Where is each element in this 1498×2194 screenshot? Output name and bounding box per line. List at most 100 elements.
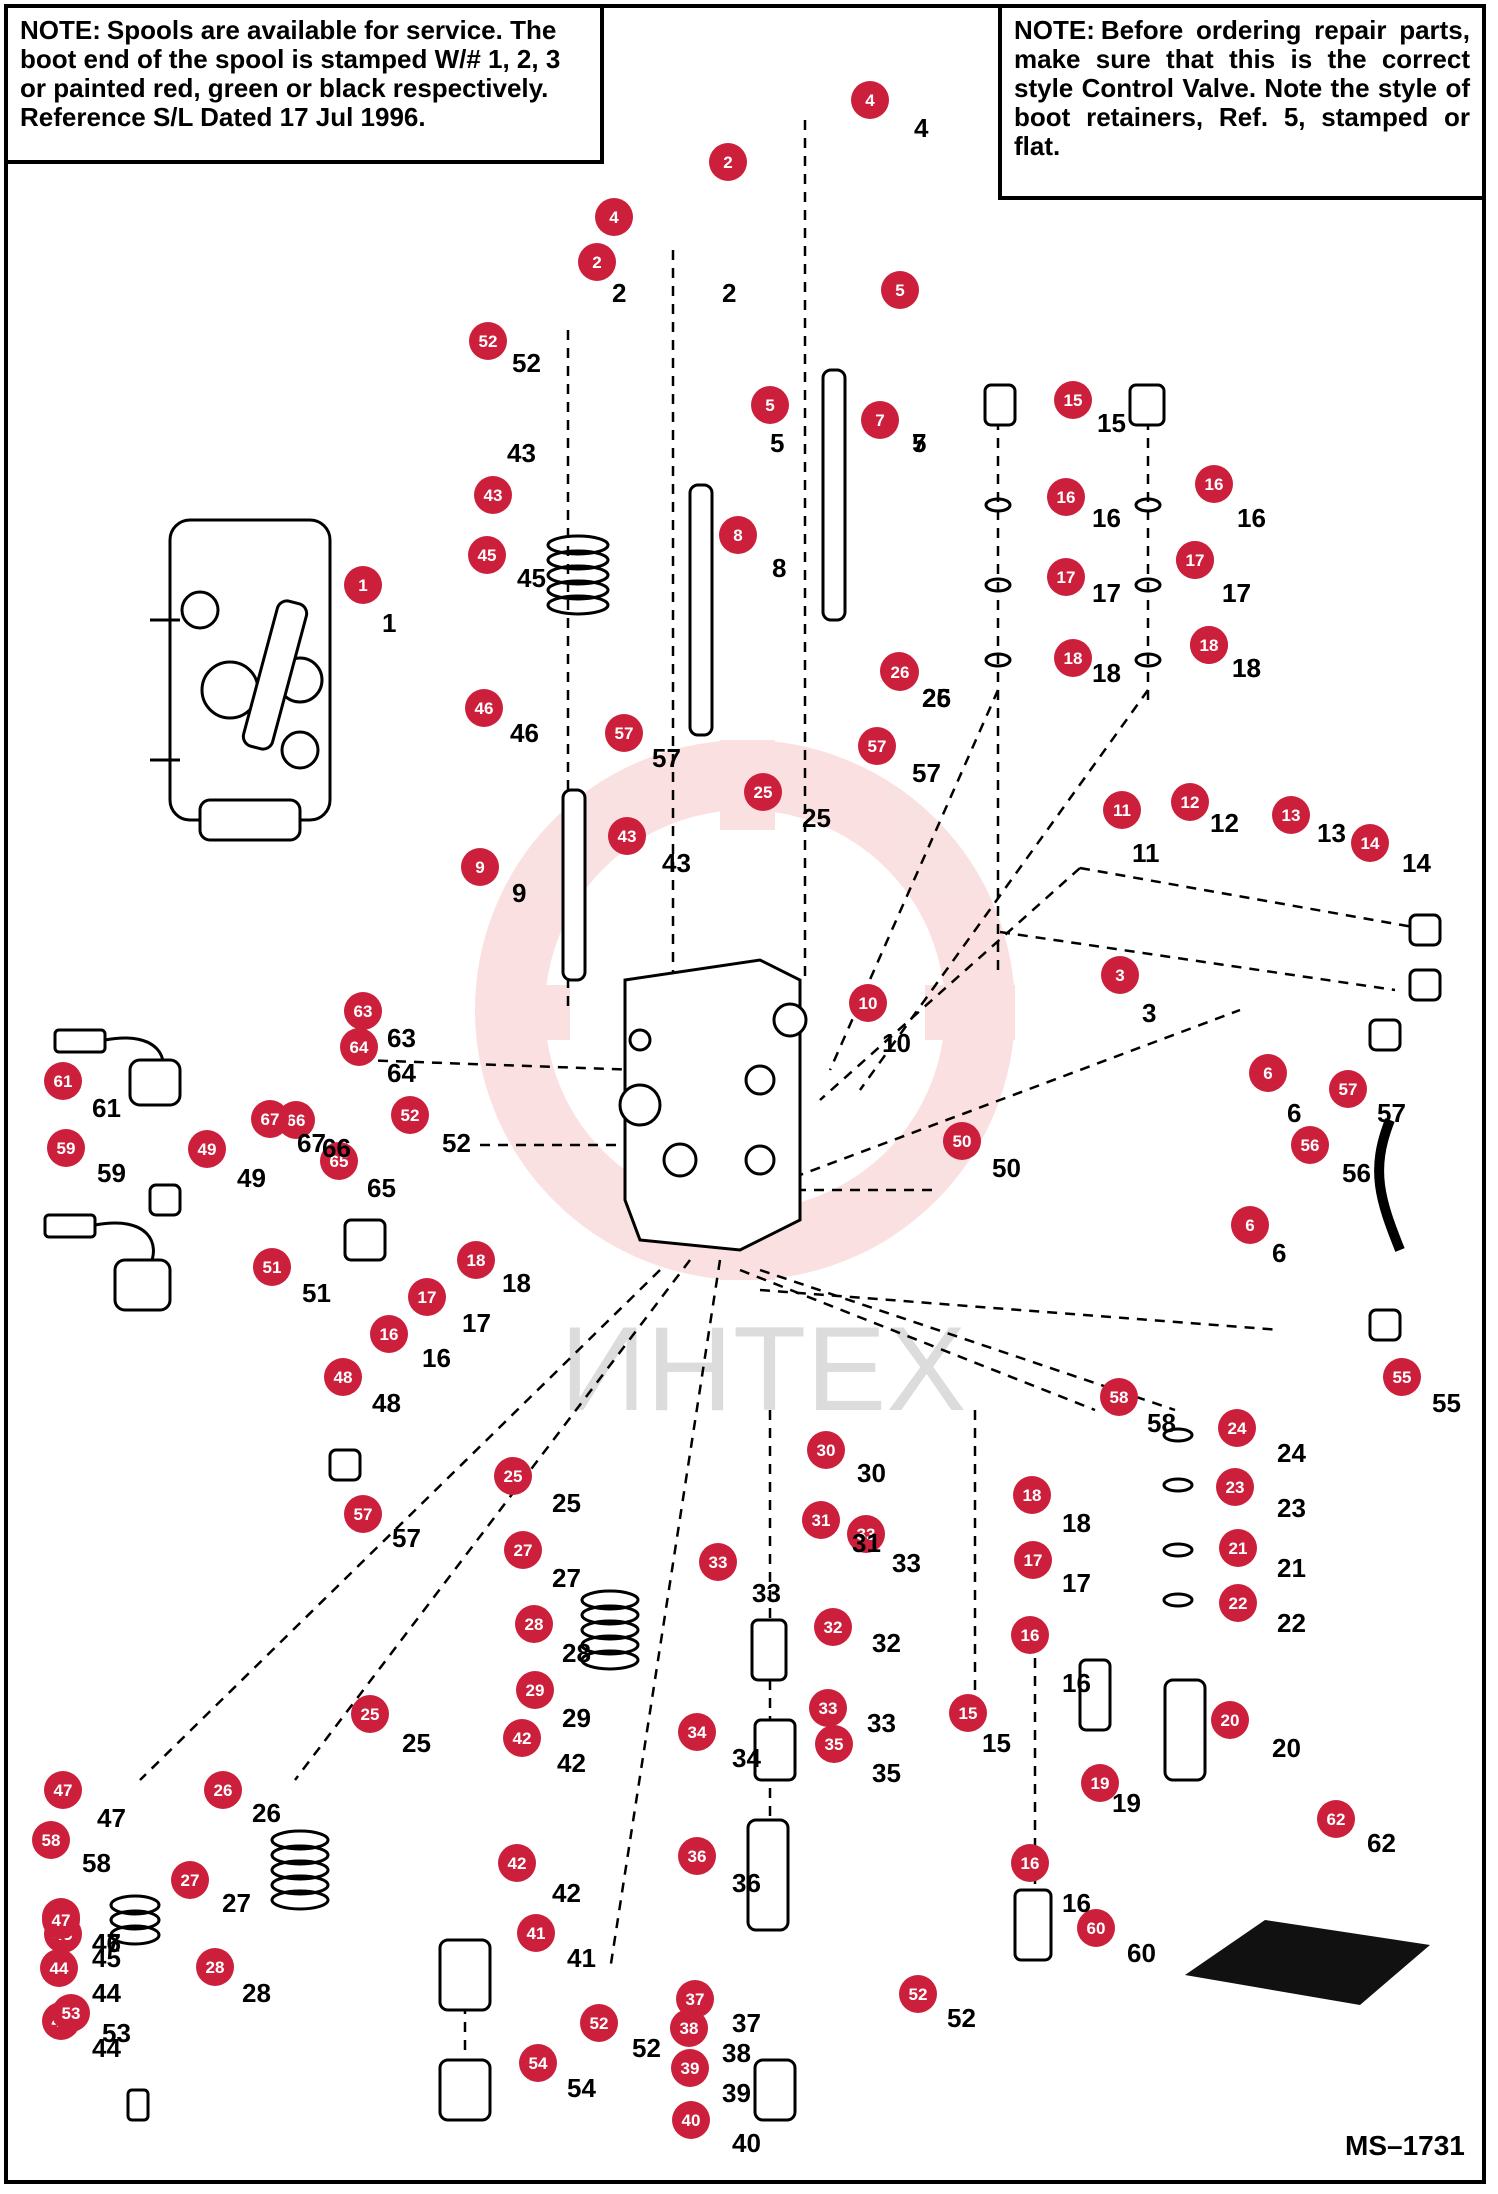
- callout-number: 40: [682, 2111, 701, 2130]
- reference-number: 30: [857, 1458, 886, 1488]
- reference-number: 26: [922, 683, 951, 713]
- callout-36: 36: [678, 1837, 716, 1875]
- callout-number: 58: [1110, 1388, 1129, 1407]
- reference-number: 5: [912, 428, 926, 458]
- reference-number: 35: [872, 1758, 901, 1788]
- callout-number: 37: [686, 1990, 705, 2009]
- callout-marker: [899, 1975, 937, 2013]
- callout-number: 52: [909, 1985, 928, 2004]
- callout-3: 3: [1101, 956, 1139, 994]
- reference-number: 18: [1062, 1508, 1091, 1538]
- callout-number: 20: [1221, 1711, 1240, 1730]
- reference-number: 43: [507, 438, 536, 468]
- callout-marker: [469, 322, 507, 360]
- reference-number: 57: [1377, 1098, 1406, 1128]
- reference-number: 41: [567, 1943, 596, 1973]
- reference-number: 60: [1127, 1938, 1156, 1968]
- callout-marker: [943, 1122, 981, 1160]
- callout-55: 55: [1383, 1358, 1421, 1396]
- callout-18: 18: [1054, 639, 1092, 677]
- callout-marker: [608, 817, 646, 855]
- callout-marker: [494, 1457, 532, 1495]
- callout-57: 57: [1329, 1070, 1367, 1108]
- callout-number: 23: [1226, 1478, 1245, 1497]
- callout-number: 42: [513, 1729, 532, 1748]
- reference-number: 57: [392, 1523, 421, 1553]
- reference-number: 65: [367, 1173, 396, 1203]
- callout-4: 4: [595, 198, 633, 236]
- reference-number: 5: [770, 428, 784, 458]
- callout-marker: [814, 1608, 852, 1646]
- callout-marker: [580, 2004, 618, 2042]
- solenoid-illustrations: [43, 1028, 182, 1312]
- reference-number: 63: [387, 1023, 416, 1053]
- callout-marker: [498, 1844, 536, 1882]
- callout-number: 13: [1282, 806, 1301, 825]
- callout-number: 45: [478, 546, 497, 565]
- reference-number: 27: [222, 1888, 251, 1918]
- callout-23: 23: [1216, 1468, 1254, 1506]
- callout-42: 42: [503, 1719, 541, 1757]
- callout-number: 50: [953, 1132, 972, 1151]
- reference-number: 32: [872, 1628, 901, 1658]
- callout-marker: [344, 1495, 382, 1533]
- callout-number: 43: [484, 486, 503, 505]
- reference-number: 16: [1092, 503, 1121, 533]
- callout-number: 17: [1186, 551, 1205, 570]
- callout-number: 63: [354, 1002, 373, 1021]
- callout-33: 33: [809, 1689, 847, 1727]
- callout-11: 11: [1103, 791, 1141, 829]
- callout-8: 8: [719, 516, 757, 554]
- callout-marker: [751, 386, 789, 424]
- callout-45: 45: [468, 536, 506, 574]
- callout-number: 31: [812, 1511, 831, 1530]
- reference-number: 22: [1277, 1608, 1306, 1638]
- reference-number: 56: [1342, 1158, 1371, 1188]
- control-valve-assembly-illustration: [150, 518, 332, 842]
- callout-29: 29: [516, 1671, 554, 1709]
- callout-number: 53: [62, 2004, 81, 2023]
- callout-16: 16: [1047, 478, 1085, 516]
- callout-number: 29: [526, 1681, 545, 1700]
- callout-marker: [517, 1914, 555, 1952]
- reference-number: 17: [1092, 578, 1121, 608]
- callout-37: 37: [676, 1980, 714, 2018]
- callout-marker: [719, 516, 757, 554]
- reference-number: 33: [892, 1548, 921, 1578]
- reference-number: 18: [1232, 653, 1261, 683]
- reference-number: 19: [1112, 1788, 1141, 1818]
- drawing-id: MS–1731: [1345, 2130, 1465, 2161]
- callout-50: 50: [943, 1122, 981, 1160]
- callout-25: 25: [494, 1457, 532, 1495]
- reference-number: 61: [92, 1093, 121, 1123]
- callout-number: 54: [529, 2054, 548, 2073]
- callout-marker: [1011, 1844, 1049, 1882]
- callout-number: 30: [817, 1441, 836, 1460]
- reference-number: 44: [92, 1978, 121, 2008]
- callout-number: 57: [868, 737, 887, 756]
- callout-4: 4: [851, 81, 889, 119]
- callout-49: 49: [188, 1130, 226, 1168]
- callout-marker: [1329, 1070, 1367, 1108]
- callout-27: 27: [504, 1531, 542, 1569]
- callout-marker: [340, 1028, 378, 1066]
- callout-52: 52: [899, 1975, 937, 2013]
- reference-number: 43: [662, 848, 691, 878]
- callout-marker: [807, 1431, 845, 1469]
- callout-32: 32: [814, 1608, 852, 1646]
- reference-number: 16: [1062, 1668, 1091, 1698]
- callout-number: 26: [214, 1781, 233, 1800]
- callout-marker: [578, 243, 616, 281]
- reference-number: 39: [722, 2078, 751, 2108]
- callout-marker: [44, 1771, 82, 1809]
- callout-26: 26: [881, 653, 919, 691]
- reference-number: 18: [502, 1268, 531, 1298]
- callout-number: 24: [1228, 1419, 1247, 1438]
- callout-number: 28: [525, 1615, 544, 1634]
- callout-marker: [1211, 1701, 1249, 1739]
- callout-39: 39: [671, 2049, 709, 2087]
- reference-number: 21: [1277, 1553, 1306, 1583]
- callout-marker: [1081, 1764, 1119, 1802]
